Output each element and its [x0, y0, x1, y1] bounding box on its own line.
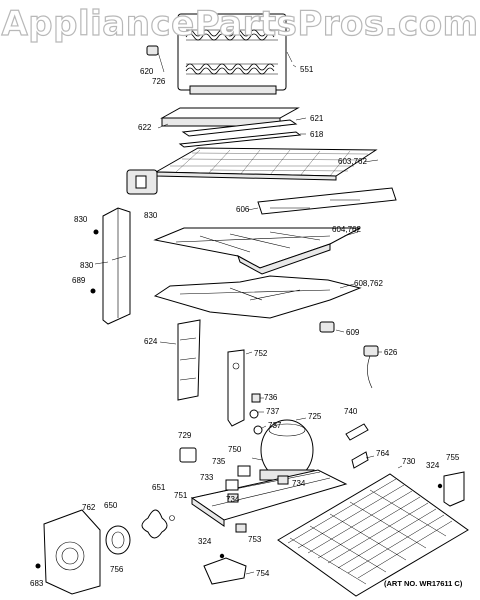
- label-324-a: 324: [426, 461, 440, 470]
- part-752-bracket[interactable]: [227, 349, 245, 427]
- part-shelf-608[interactable]: [153, 275, 362, 319]
- part-764[interactable]: [351, 451, 369, 469]
- part-621-rail[interactable]: [181, 119, 298, 137]
- label-730: 730: [402, 457, 416, 466]
- part-618-heater[interactable]: [178, 131, 302, 148]
- label-683: 683: [30, 579, 44, 588]
- label-756: 756: [110, 565, 124, 574]
- label-830-channel: 830: [80, 261, 94, 270]
- part-751-base[interactable]: [190, 469, 348, 527]
- part-609-clip[interactable]: [319, 321, 335, 333]
- label-324-b: 324: [198, 537, 212, 546]
- label-762: 762: [82, 503, 96, 512]
- part-762-762-seal[interactable]: [169, 515, 175, 521]
- part-626-relay[interactable]: [363, 345, 379, 389]
- part-830-channel[interactable]: [102, 207, 131, 325]
- part-624-duct[interactable]: [177, 319, 201, 401]
- label-735: 735: [212, 457, 226, 466]
- part-shelf-604[interactable]: [153, 227, 361, 275]
- label-626: 626: [384, 348, 398, 357]
- label-603-762: 603,762: [338, 157, 367, 166]
- part-730-condenser[interactable]: [277, 473, 469, 597]
- part-830-damper[interactable]: [126, 169, 158, 195]
- part-evaporator-726[interactable]: [177, 13, 287, 95]
- art-number: (ART NO. WR17611 C): [384, 579, 463, 588]
- part-622-cover[interactable]: [160, 107, 300, 127]
- label-752: 752: [254, 349, 268, 358]
- label-618: 618: [310, 130, 324, 139]
- label-754: 754: [256, 569, 270, 578]
- label-620: 620: [140, 67, 154, 76]
- label-729: 729: [178, 431, 192, 440]
- label-604-762: 604,762: [332, 225, 361, 234]
- label-755: 755: [446, 453, 460, 462]
- label-650: 650: [104, 501, 118, 510]
- label-830-damper: 830: [144, 211, 158, 220]
- part-606-grille[interactable]: [257, 187, 397, 215]
- screw-324[interactable]: [219, 483, 443, 559]
- label-830-screw: 830: [74, 215, 88, 224]
- label-689: 689: [72, 276, 86, 285]
- label-737-b: 737: [268, 421, 282, 430]
- label-750: 750: [228, 445, 242, 454]
- part-729-capacitor[interactable]: [179, 447, 197, 463]
- part-755-bracket[interactable]: [443, 471, 465, 507]
- label-622: 622: [138, 123, 152, 132]
- screw-830[interactable]: [93, 229, 99, 235]
- part-753[interactable]: [235, 523, 247, 533]
- label-621: 621: [310, 114, 324, 123]
- part-756-shroud[interactable]: [43, 509, 101, 595]
- label-764: 764: [376, 449, 390, 458]
- part-651-fan-blade[interactable]: [141, 509, 168, 539]
- label-733: 733: [200, 473, 214, 482]
- part-650-fan-motor[interactable]: [105, 525, 131, 555]
- label-609: 609: [346, 328, 360, 337]
- label-608-762: 608,762: [354, 279, 383, 288]
- part-735-733[interactable]: [225, 465, 251, 491]
- label-726: 726: [152, 77, 166, 86]
- callout-labels: 620 726 551 622 621 618 603,762 830 830 …: [30, 65, 463, 588]
- label-734-a: 734: [226, 495, 240, 504]
- label-753: 753: [248, 535, 262, 544]
- label-734-b: 734: [292, 479, 306, 488]
- part-737[interactable]: [249, 409, 263, 435]
- label-737-a: 737: [266, 407, 280, 416]
- screw-689[interactable]: [90, 288, 96, 294]
- part-620[interactable]: [146, 45, 159, 56]
- label-624: 624: [144, 337, 158, 346]
- label-551: 551: [300, 65, 314, 74]
- part-736[interactable]: [251, 393, 261, 403]
- label-725: 725: [308, 412, 322, 421]
- label-606: 606: [236, 205, 250, 214]
- label-740: 740: [344, 407, 358, 416]
- screw-683[interactable]: [35, 563, 41, 569]
- label-751: 751: [174, 491, 188, 500]
- part-754-drain[interactable]: [203, 557, 247, 585]
- label-651: 651: [152, 483, 166, 492]
- part-734[interactable]: [227, 475, 289, 503]
- part-740[interactable]: [345, 423, 369, 441]
- label-736: 736: [264, 393, 278, 402]
